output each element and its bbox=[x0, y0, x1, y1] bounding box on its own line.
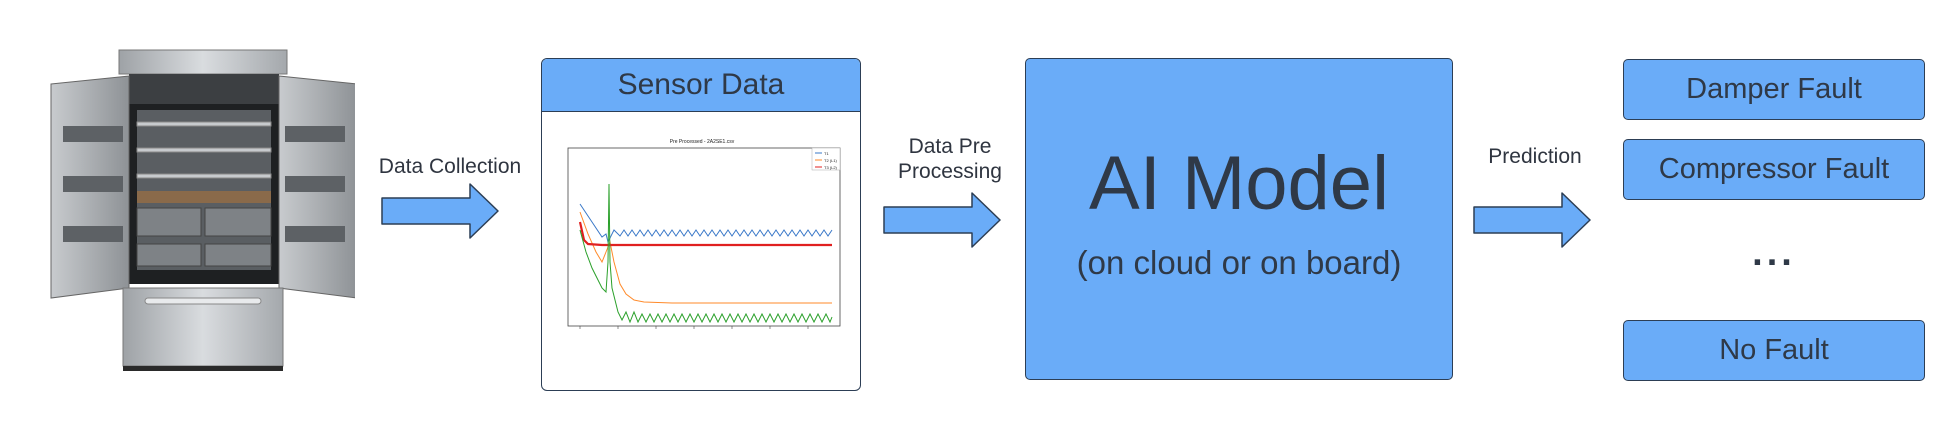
ai-model-title: AI Model bbox=[1089, 141, 1389, 226]
legend-label-3: T3 (L2) bbox=[824, 165, 838, 170]
plot-frame bbox=[567, 147, 841, 327]
arrow-icon bbox=[1473, 192, 1591, 248]
series-red bbox=[578, 221, 832, 247]
arrow-icon bbox=[883, 192, 1001, 248]
output-no-fault: No Fault bbox=[1623, 320, 1925, 381]
plot-ticks bbox=[579, 326, 809, 329]
prediction-label: Prediction bbox=[1488, 145, 1582, 168]
arrow-icon bbox=[381, 183, 499, 239]
output-compressor-fault: Compressor Fault bbox=[1623, 139, 1925, 200]
sensor-plot: Pre Processed - 2A2SE1.csv T1 T2 (L1) T3… bbox=[567, 139, 841, 329]
more-outputs-ellipsis: ... bbox=[1752, 232, 1796, 274]
sensor-data-card: Sensor Data Pre Processed - 2A2SE1.csv T… bbox=[541, 58, 861, 391]
legend-label-1: T1 bbox=[824, 151, 829, 156]
plot-legend: T1 T2 (L1) T3 (L2) bbox=[811, 147, 841, 171]
output-damper-fault: Damper Fault bbox=[1623, 59, 1925, 120]
pre-processing-label: Data Pre Processing bbox=[898, 135, 1002, 184]
legend-label-2: T2 (L1) bbox=[824, 158, 838, 163]
sensor-data-title: Sensor Data bbox=[542, 59, 860, 112]
series-orange bbox=[579, 211, 832, 304]
data-collection-label: Data Collection bbox=[378, 155, 522, 178]
ai-model-box: AI Model (on cloud or on board) bbox=[1025, 58, 1453, 380]
refrigerator-image bbox=[50, 49, 355, 371]
series-blue bbox=[579, 203, 833, 244]
ai-model-subtitle: (on cloud or on board) bbox=[1076, 244, 1402, 281]
series-green bbox=[579, 183, 833, 324]
plot-title: Pre Processed - 2A2SE1.csv bbox=[670, 139, 735, 145]
